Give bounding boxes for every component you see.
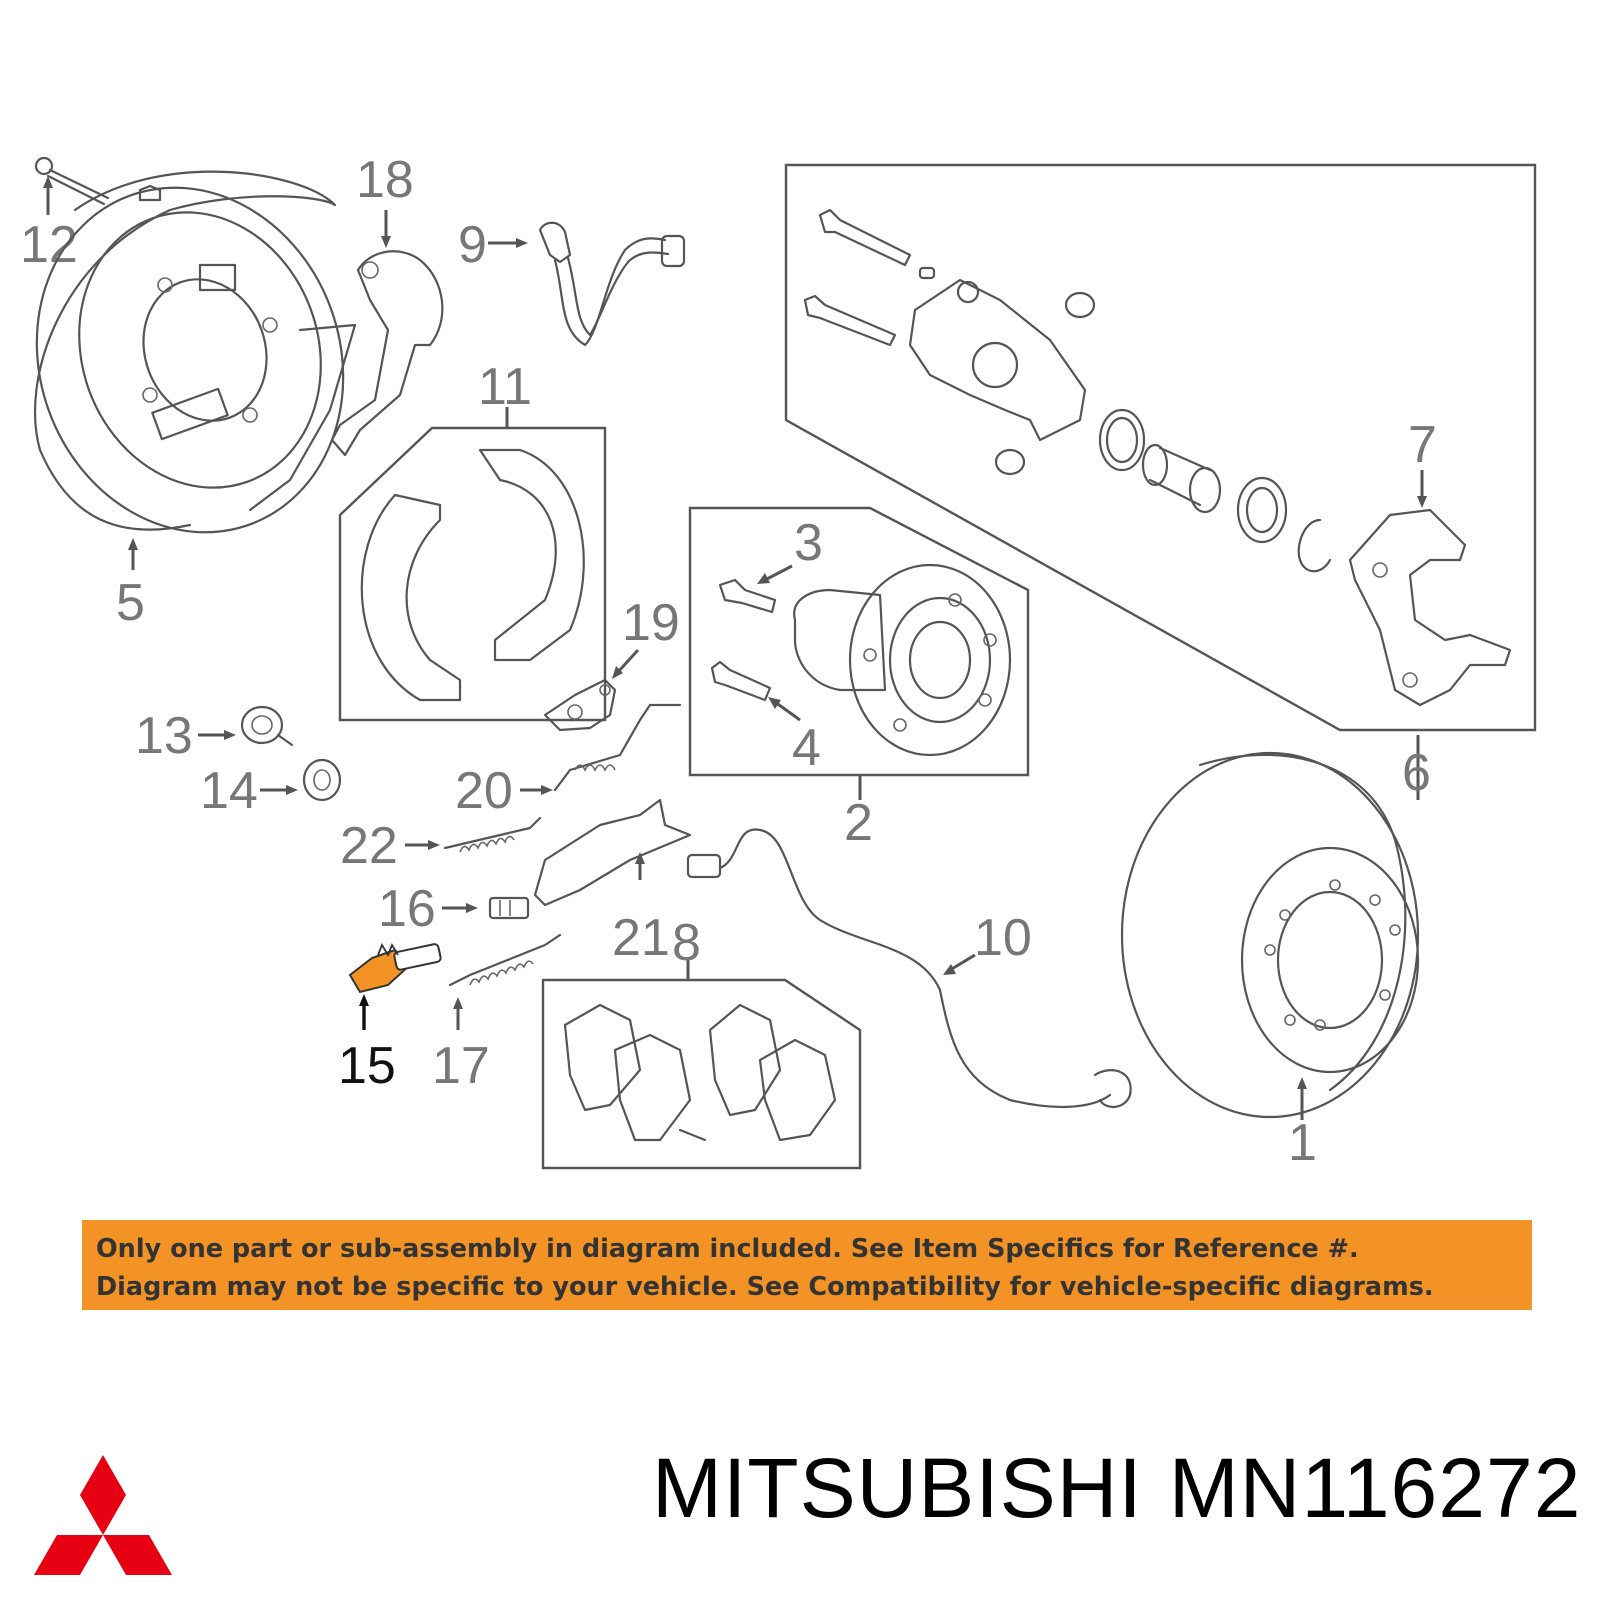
disclaimer-line-2: Diagram may not be specific to your vehi…	[96, 1272, 1434, 1302]
part-14-washer	[302, 758, 342, 802]
callout-3: 3	[794, 514, 823, 572]
callout-14: 14	[200, 762, 258, 820]
callout-4: 4	[792, 719, 821, 777]
part-6-caliper-assembly	[784, 163, 1537, 732]
part-22-spring	[443, 816, 542, 853]
callout-19: 19	[622, 594, 680, 652]
part-number: MN116272	[1168, 1441, 1582, 1535]
callout-18: 18	[356, 151, 414, 209]
disclaimer-banner: Only one part or sub-assembly in diagram…	[82, 1220, 1532, 1310]
part-13-spring-cup	[240, 705, 294, 747]
callout-21: 21	[612, 909, 670, 967]
part-15-adjuster	[348, 942, 442, 994]
arrow-10	[949, 953, 976, 972]
part-5-backing-plate	[33, 170, 357, 534]
part-8-brake-pads	[541, 978, 862, 1170]
callout-2: 2	[844, 794, 873, 852]
callout-10: 10	[974, 909, 1032, 967]
part-20-spring	[553, 703, 682, 792]
callout-5: 5	[116, 574, 145, 632]
part-10-abs-sensor	[686, 828, 1132, 1109]
callout-8: 8	[672, 914, 701, 972]
callout-6: 6	[1402, 744, 1431, 802]
callout-1: 1	[1288, 1114, 1317, 1172]
callout-20: 20	[455, 762, 513, 820]
arrow-3	[764, 564, 793, 582]
part-2-hub-bearing	[688, 506, 1030, 777]
callout-15: 15	[338, 1037, 396, 1095]
callout-13: 13	[135, 707, 193, 765]
callout-17: 17	[432, 1037, 490, 1095]
part-11-brake-shoe-kit	[338, 426, 607, 722]
callout-11: 11	[478, 358, 532, 416]
arrow-4	[774, 700, 801, 722]
part-21-parking-lever	[533, 798, 692, 907]
part-9-brake-hose	[538, 221, 686, 347]
callout-12: 12	[20, 216, 78, 274]
mitsubishi-logo-icon	[34, 1455, 172, 1575]
callout-22: 22	[340, 817, 398, 875]
part-1-brake-rotor	[1120, 751, 1420, 1119]
arrow-19	[616, 648, 640, 674]
disclaimer-line-1: Only one part or sub-assembly in diagram…	[96, 1234, 1359, 1264]
callout-7: 7	[1408, 416, 1437, 474]
part-18-lever	[330, 250, 444, 457]
part-16-clip	[488, 896, 530, 920]
part-12-bolt	[34, 156, 110, 206]
part-7-caliper-bracket	[1348, 508, 1512, 707]
brand-name: MITSUBISHI	[652, 1441, 1143, 1535]
callout-16: 16	[378, 880, 436, 938]
part-17-spring	[448, 933, 562, 987]
callout-9: 9	[458, 216, 487, 274]
part-19-strut-plate	[543, 678, 617, 732]
brand-line: MITSUBISHI MN116272	[652, 1440, 1581, 1537]
